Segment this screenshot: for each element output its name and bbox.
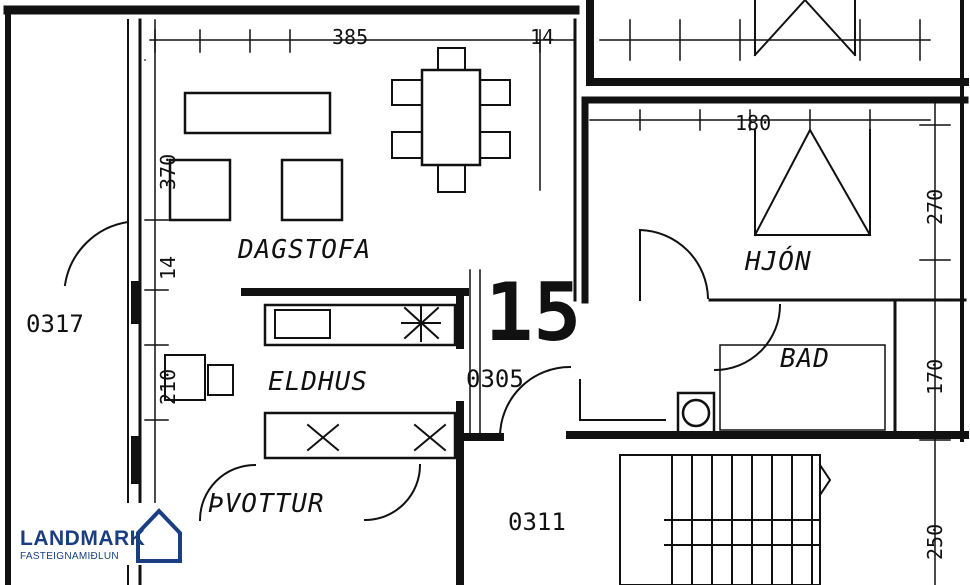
dim-label-top-14: 14	[530, 25, 554, 49]
door-0305-arc	[498, 365, 572, 439]
wardrobe-top-right	[753, 0, 857, 57]
logo-subtitle: FASTEIGNAMIÐLUN	[20, 551, 119, 562]
unit-number-center: 0305	[466, 365, 524, 393]
landmark-logo: LANDMARK FASTEIGNAMIÐLUN	[14, 503, 186, 565]
room-label-eldhus: ELDHUS	[268, 367, 368, 397]
dim-label-170: 170	[923, 359, 947, 395]
wall-top-right-room	[586, 0, 969, 86]
door-kitchen-arc	[198, 463, 257, 522]
dim-label-top-width: 385	[332, 25, 368, 49]
door-entrance-arc	[63, 220, 130, 287]
kitchen-sink	[274, 309, 331, 339]
toilet-base	[676, 391, 716, 435]
door-thvottur-arc	[363, 463, 422, 522]
dim-label-270: 270	[923, 189, 947, 225]
stove-top	[401, 304, 441, 342]
toilet-bowl	[681, 398, 711, 428]
dim-label-370: 370	[156, 154, 180, 190]
room-label-hjon: HJÓN	[744, 245, 812, 277]
stairs-number: 15	[485, 266, 581, 359]
armchair-right	[280, 158, 344, 222]
sofa	[183, 91, 332, 135]
logo-name: LANDMARK	[20, 527, 146, 550]
dining-chairs	[391, 47, 511, 193]
kitchen-table	[164, 354, 206, 401]
bath-counter	[579, 379, 666, 421]
dim-label-250: 250	[923, 524, 947, 560]
dim-label-top-right-width: 180	[735, 111, 771, 135]
kitchen-chair	[207, 364, 234, 396]
stair-landing	[664, 519, 821, 546]
shower	[719, 344, 886, 431]
armchair-left	[168, 158, 232, 222]
unit-number-left: 0317	[26, 310, 84, 338]
door-hjon-arc	[638, 228, 710, 300]
house-icon	[136, 508, 182, 563]
dim-label-left-14: 14	[156, 256, 180, 280]
door-bad-arc	[713, 303, 782, 372]
dining-table	[420, 68, 482, 167]
stove-bottom	[306, 423, 447, 452]
room-label-thvottur: ÞVOTTUR	[208, 489, 325, 519]
kitchen-counter-top	[263, 303, 457, 347]
room-label-dagstofa: DAGSTOFA	[237, 235, 371, 265]
kitchen-counter-bottom	[263, 411, 457, 460]
dim-label-210: 210	[156, 369, 180, 405]
wardrobe-hjon	[753, 127, 872, 237]
room-label-bad: BAD	[780, 344, 830, 374]
stair-arrow	[818, 463, 832, 497]
unit-number-bottom: 0311	[508, 508, 566, 536]
